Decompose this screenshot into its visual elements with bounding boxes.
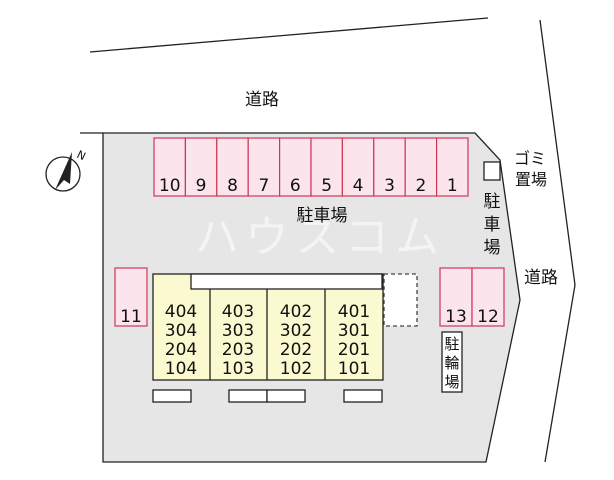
- parking-label-right-3: 場: [484, 238, 501, 258]
- parking-space-8: [216, 137, 249, 197]
- unit-number: 102: [280, 359, 312, 379]
- compass-north-label: N: [75, 148, 88, 163]
- unit-number: 202: [280, 340, 312, 360]
- road-label-top: 道路: [245, 90, 279, 110]
- parking-number-7: 7: [258, 176, 269, 196]
- unit-number: 403: [222, 302, 254, 322]
- unit-number: 204: [165, 340, 197, 360]
- road-edge-right-outer: [539, 19, 576, 286]
- road-label-right: 道路: [524, 268, 558, 288]
- unit-number: 404: [165, 302, 197, 322]
- parking-number-3: 3: [384, 176, 395, 196]
- parking-label-right-1: 駐: [484, 192, 501, 212]
- garbage-box: [483, 161, 501, 181]
- unit-number: 303: [222, 321, 254, 341]
- balcony-2: [228, 389, 268, 403]
- parking-number-13: 13: [445, 307, 467, 327]
- parking-number-12: 12: [477, 307, 499, 327]
- unit-number: 401: [338, 302, 370, 322]
- parking-number-4: 4: [353, 176, 364, 196]
- parking-space-7: [247, 137, 281, 197]
- bicycle-label-3: 場: [444, 373, 459, 391]
- balcony-1: [152, 389, 192, 403]
- parking-space-11: [114, 267, 148, 327]
- bicycle-label-2: 輪: [444, 354, 459, 372]
- parking-space-12: [471, 267, 505, 327]
- garbage-label-2: 置場: [515, 170, 547, 189]
- compass: N: [45, 148, 88, 192]
- parking-number-2: 2: [415, 176, 426, 196]
- building-corridor: [190, 273, 383, 290]
- unit-number: 104: [165, 359, 197, 379]
- parking-space-13: [439, 267, 473, 327]
- parking-number-8: 8: [227, 176, 238, 196]
- unit-number: 302: [280, 321, 312, 341]
- unit-number: 103: [222, 359, 254, 379]
- road-edge-top: [89, 17, 489, 53]
- balcony-4: [343, 389, 383, 403]
- parking-number-9: 9: [196, 176, 207, 196]
- watermark: ハウスコム: [195, 212, 445, 263]
- parking-space-1: [436, 137, 469, 197]
- parking-number-6: 6: [290, 176, 301, 196]
- bicycle-parking-box: [441, 331, 463, 393]
- parking-label-center: 駐車場: [297, 206, 348, 226]
- parking-label-right-2: 車: [484, 215, 501, 235]
- unit-number: 301: [338, 321, 370, 341]
- parking-space-5: [310, 137, 343, 197]
- compass-arrow: [55, 152, 72, 190]
- unit-number: 304: [165, 321, 197, 341]
- parking-space-6: [279, 137, 312, 197]
- parking-number-5: 5: [321, 176, 332, 196]
- parking-space-4: [341, 137, 375, 197]
- garbage-label-1: ゴミ: [514, 149, 546, 168]
- unit-number: 201: [338, 340, 370, 360]
- unit-number: 101: [338, 359, 370, 379]
- parking-number-10: 10: [159, 176, 181, 196]
- parking-space-9: [184, 137, 218, 197]
- dashed-area: [383, 273, 418, 327]
- parking-number-1: 1: [447, 176, 458, 196]
- unit-number: 402: [280, 302, 312, 322]
- bicycle-label-1: 駐: [444, 335, 459, 353]
- unit-number: 203: [222, 340, 254, 360]
- balcony-3: [266, 389, 306, 403]
- building-footprint: [152, 273, 384, 381]
- parking-number-11: 11: [120, 307, 142, 327]
- road-edge-right-outer-lower: [544, 284, 576, 463]
- parking-space-3: [373, 137, 406, 197]
